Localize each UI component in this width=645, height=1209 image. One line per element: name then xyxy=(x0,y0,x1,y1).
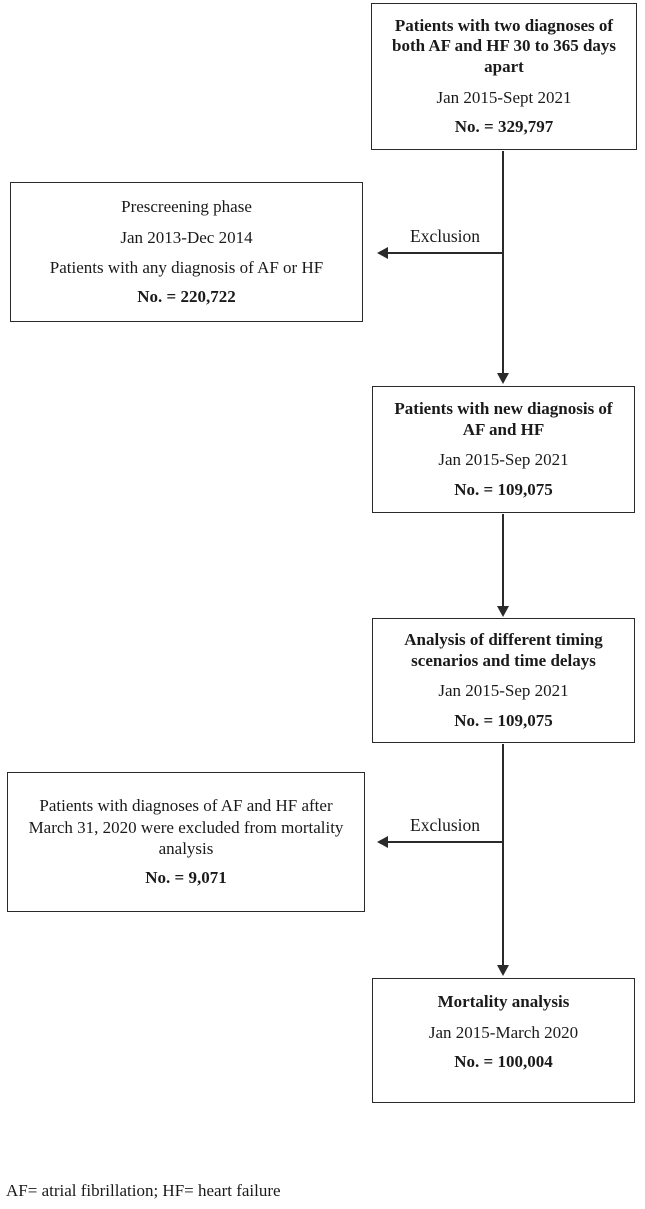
timing-analysis-period: Jan 2015-Sep 2021 xyxy=(438,681,569,701)
mortality-exclusion-count: No. = 9,071 xyxy=(145,868,227,888)
flow-box-mortality-analysis: Mortality analysis Jan 2015-March 2020 N… xyxy=(372,978,635,1103)
flow-box-new-diagnosis: Patients with new diagnosis of AF and HF… xyxy=(372,386,635,513)
flow-box-timing-analysis: Analysis of different timing scenarios a… xyxy=(372,618,635,743)
mortality-analysis-period: Jan 2015-March 2020 xyxy=(428,1023,579,1043)
prescreening-title: Prescreening phase xyxy=(121,197,252,217)
prescreening-period: Jan 2013-Dec 2014 xyxy=(120,227,253,247)
initial-cohort-period: Jan 2015-Sept 2021 xyxy=(436,87,572,107)
arrowhead-down-icon xyxy=(497,606,509,617)
mortality-exclusion-description: Patients with diagnoses of AF and HF aft… xyxy=(28,796,344,858)
flow-box-prescreening-exclusion: Prescreening phase Jan 2013-Dec 2014 Pat… xyxy=(10,182,363,322)
new-diagnosis-count: No. = 109,075 xyxy=(454,479,553,499)
exclusion-2-label: Exclusion xyxy=(410,815,480,835)
flow-box-mortality-exclusion: Patients with diagnoses of AF and HF aft… xyxy=(7,772,365,912)
initial-cohort-count: No. = 329,797 xyxy=(454,117,554,137)
abbreviations-footnote: AF= atrial fibrillation; HF= heart failu… xyxy=(6,1181,281,1200)
arrowhead-left-icon xyxy=(377,247,388,259)
arrow-line-timing-to-mortality xyxy=(502,744,504,965)
arrowhead-down-icon xyxy=(497,373,509,384)
initial-cohort-title: Patients with two diagnoses of both AF a… xyxy=(391,15,617,77)
new-diagnosis-title: Patients with new diagnosis of AF and HF xyxy=(394,398,613,439)
timing-analysis-count: No. = 109,075 xyxy=(454,710,553,730)
exclusion-1-label: Exclusion xyxy=(410,226,480,246)
prescreening-count: No. = 220,722 xyxy=(137,287,236,307)
flow-box-initial-cohort: Patients with two diagnoses of both AF a… xyxy=(371,3,637,150)
mortality-analysis-count: No. = 100,004 xyxy=(454,1052,553,1072)
timing-analysis-title: Analysis of different timing scenarios a… xyxy=(404,629,603,670)
arrow-line-initial-to-newdiag xyxy=(502,151,504,373)
arrow-line-exclusion-1 xyxy=(388,252,502,254)
mortality-analysis-title: Mortality analysis xyxy=(437,992,570,1012)
arrowhead-down-icon xyxy=(497,965,509,976)
arrow-line-exclusion-2 xyxy=(388,841,502,843)
arrow-line-newdiag-to-timing xyxy=(502,514,504,606)
arrowhead-left-icon xyxy=(377,836,388,848)
prescreening-description: Patients with any diagnosis of AF or HF xyxy=(49,257,324,277)
new-diagnosis-period: Jan 2015-Sep 2021 xyxy=(438,450,569,470)
